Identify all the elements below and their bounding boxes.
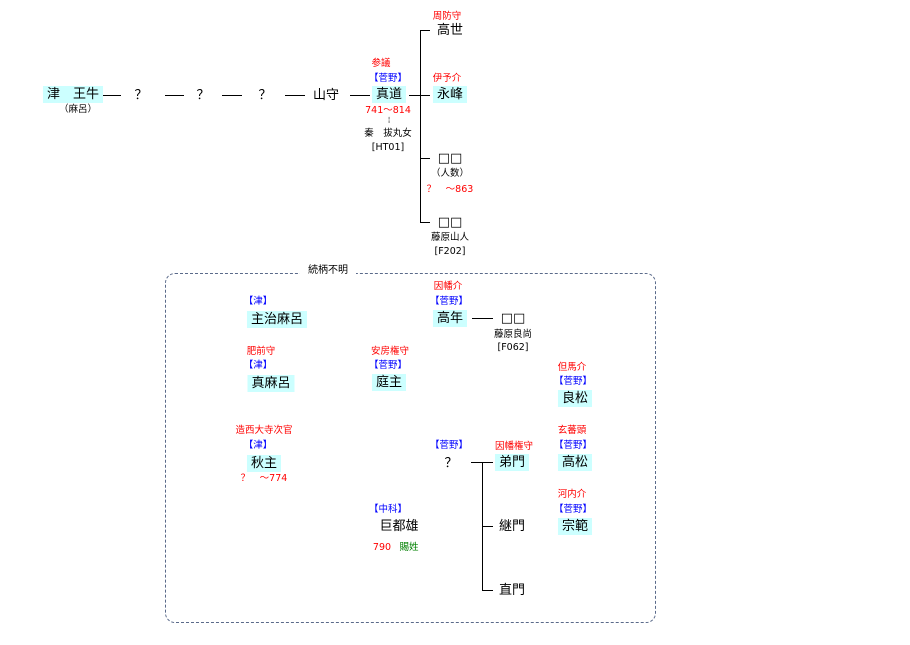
title: 玄蕃頭: [557, 425, 587, 436]
person-masamichi: 真道: [371, 86, 407, 103]
mother-ref: [F062]: [497, 342, 529, 353]
child-title: 伊予介: [432, 73, 462, 84]
line: [409, 95, 430, 96]
clan: 【菅野】: [553, 504, 593, 515]
title: 肥前守: [246, 346, 276, 357]
clan: 【菅野】: [429, 440, 469, 451]
person-mamaro: 真麻呂: [247, 375, 295, 392]
year: 790: [372, 542, 392, 553]
clan: 【中科】: [368, 504, 408, 515]
line: [420, 222, 430, 223]
person-ouushi-alias: （麻呂）: [58, 104, 98, 115]
title: 但馬介: [557, 362, 587, 373]
child-title: 周防守: [432, 11, 462, 22]
person-takatoshi: 高年: [432, 310, 468, 327]
person-tsugikado: 継門: [498, 519, 526, 534]
person-niwanushi: 庭主: [371, 374, 407, 391]
person-unknown-hitokazu: □□: [437, 151, 463, 166]
clan: 【津】: [243, 440, 273, 451]
person-yamamori: 山守: [312, 88, 340, 103]
line: [103, 95, 121, 96]
clan: 【菅野】: [553, 440, 593, 451]
clan: 【菅野】: [553, 376, 593, 387]
person-takamatsu: 高松: [557, 454, 593, 471]
title: 造西大寺次官: [235, 425, 293, 436]
mother: 藤原良尚: [493, 329, 533, 340]
line: [285, 95, 305, 96]
person-shujimaro: 主治麻呂: [246, 311, 308, 328]
person-unknown-parent: ？: [444, 456, 458, 471]
mother-ref: [F202]: [434, 246, 466, 257]
person-naokado: 直門: [498, 583, 526, 598]
title: 河内介: [557, 489, 587, 500]
person-unknown: □□: [500, 311, 526, 326]
note: 賜姓: [399, 542, 419, 553]
line: [350, 95, 370, 96]
clan: 【菅野】: [429, 296, 469, 307]
unknown-relation-group: [165, 273, 656, 623]
clan: 【津】: [243, 360, 273, 371]
masamichi-mother-ref: [HT01]: [371, 142, 405, 153]
person-takayo: 高世: [436, 23, 464, 38]
masamichi-dates: 741～814: [365, 105, 411, 116]
line: [420, 30, 430, 31]
alias: （人数）: [430, 168, 470, 179]
masamichi-mother: 秦 拔丸女: [364, 128, 412, 139]
clan: 【津】: [243, 296, 273, 307]
person-yoshimatsu: 良松: [557, 390, 593, 407]
unknown-3: ？: [258, 88, 272, 103]
mother-link: ¦: [387, 116, 391, 124]
title: 因幡介: [433, 281, 463, 292]
dates: ？ ～774: [240, 473, 288, 484]
person-munenori: 宗範: [557, 518, 593, 535]
masamichi-clan: 【菅野】: [368, 73, 408, 84]
person-otokado: 弟門: [494, 454, 530, 471]
line: [482, 590, 493, 591]
dates: ？ ～863: [426, 184, 474, 195]
person-nagamine: 永峰: [432, 86, 468, 103]
title: 因幡権守: [494, 441, 534, 452]
person-kotsuo: 巨都雄: [379, 519, 419, 534]
line: [472, 318, 493, 319]
line: [420, 158, 430, 159]
group-label: 続柄不明: [300, 266, 356, 276]
masamichi-title: 参議: [371, 58, 391, 69]
mother: 藤原山人: [430, 232, 470, 243]
unknown-2: ？: [196, 88, 210, 103]
person-unknown: □□: [437, 215, 463, 230]
line: [222, 95, 242, 96]
title: 安房権守: [370, 346, 410, 357]
person-ouushi: 津 王牛: [42, 86, 104, 103]
unknown-1: ？: [134, 88, 148, 103]
line: [165, 95, 184, 96]
line: [482, 526, 493, 527]
sibling-line: [420, 30, 421, 223]
clan: 【菅野】: [368, 360, 408, 371]
person-akinushi: 秋主: [246, 455, 282, 472]
